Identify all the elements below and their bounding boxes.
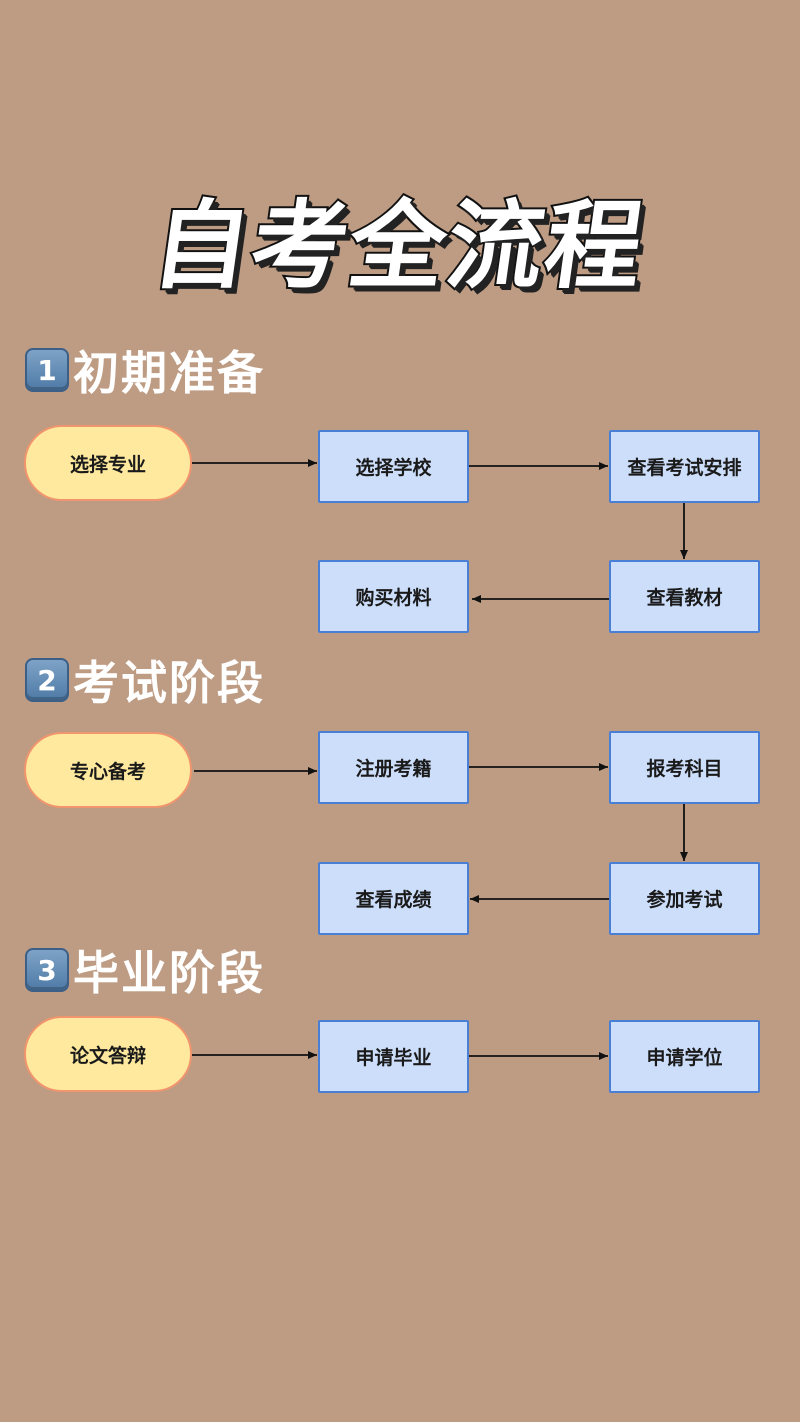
keycap-2-icon: 2 [25,658,69,702]
step-take-exam: 参加考试 [609,862,760,935]
section-header-3: 3 毕业阶段 [25,944,265,1000]
step-buy-materials: 购买材料 [318,560,469,633]
keycap-1-icon: 1 [25,348,69,392]
step-register: 注册考籍 [318,731,469,804]
start-node-thesis-defense: 论文答辩 [24,1016,192,1092]
section-title: 初期准备 [73,346,265,400]
step-view-scores: 查看成绩 [318,862,469,935]
step-apply-graduation: 申请毕业 [318,1020,469,1093]
page-title: 自考全流程 [144,188,654,304]
section-title: 考试阶段 [73,656,265,710]
step-view-textbooks: 查看教材 [609,560,760,633]
step-apply-degree: 申请学位 [609,1020,760,1093]
step-view-exam-schedule: 查看考试安排 [609,430,760,503]
step-select-school: 选择学校 [318,430,469,503]
start-node-prepare: 专心备考 [24,732,192,808]
step-apply-subjects: 报考科目 [609,731,760,804]
start-node-select-major: 选择专业 [24,425,192,501]
section-header-2: 2 考试阶段 [25,654,265,710]
section-header-1: 1 初期准备 [25,344,265,400]
keycap-3-icon: 3 [25,948,69,992]
section-title: 毕业阶段 [73,946,265,1000]
